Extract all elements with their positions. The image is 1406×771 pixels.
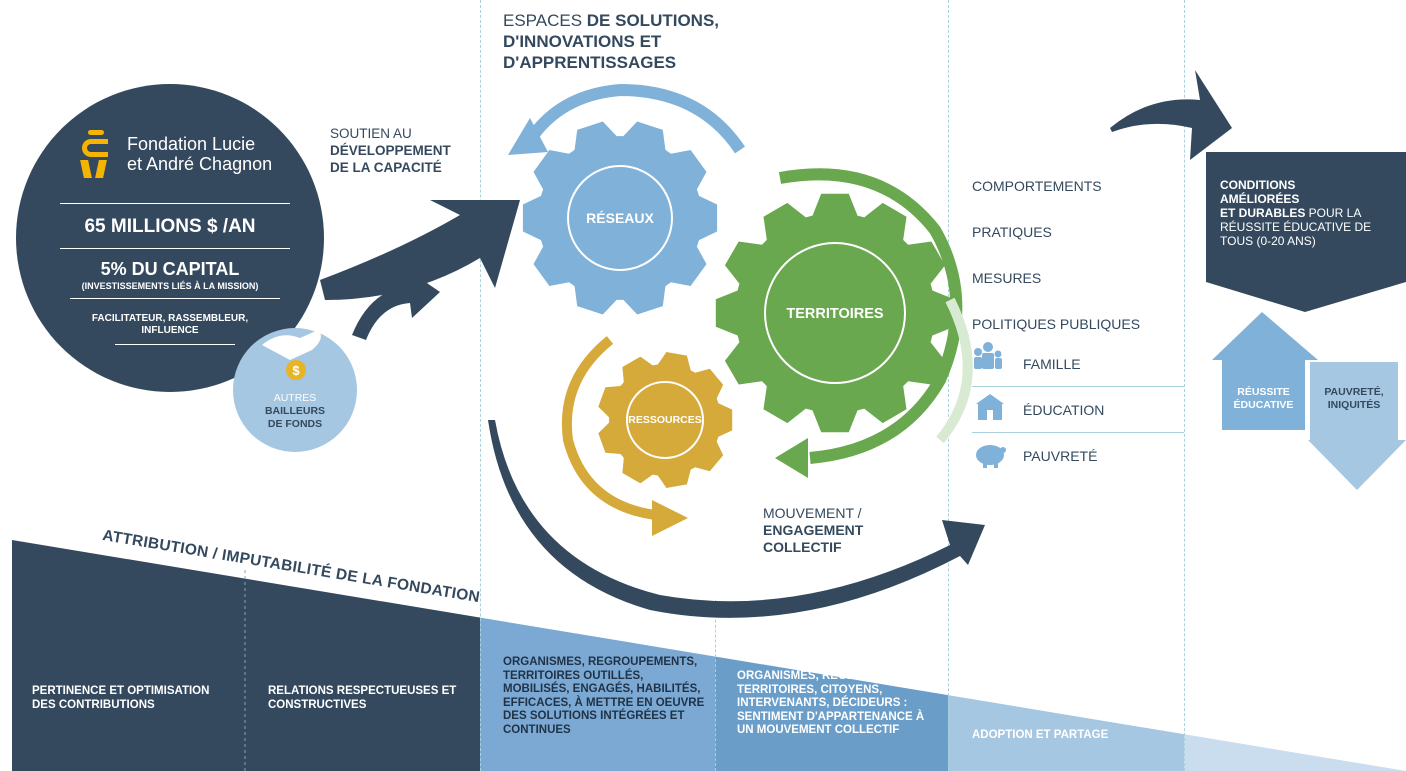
category-separator	[972, 386, 1184, 387]
other-funders-circle	[233, 328, 357, 452]
conditions-line5: TOUS (0-20 ANS)	[1220, 234, 1316, 248]
conditions-rest3: POUR LA	[1305, 206, 1362, 220]
gearGold-ring	[626, 381, 704, 459]
other-funders-line1: AUTRES	[273, 392, 317, 404]
category-education: ÉDUCATION	[1023, 402, 1105, 418]
support-line1: SOUTIEN AU	[330, 126, 412, 141]
svg-text:$: $	[292, 363, 300, 378]
level-politiques: POLITIQUES PUBLIQUES	[972, 316, 1141, 332]
funders-arrow	[352, 270, 440, 340]
gearBlue-body	[522, 121, 718, 315]
movement-label: MOUVEMENT / ENGAGEMENT COLLECTIF	[763, 505, 863, 556]
bottom-col6: EFFETS ESCOMPTÉS	[1207, 729, 1327, 741]
conditions-box	[1206, 152, 1406, 312]
territoires-cycle-arrow	[778, 168, 963, 464]
gearGold-body	[598, 352, 733, 488]
header-line1-prefix: ESPACES	[503, 11, 587, 30]
support-label: SOUTIEN AU DÉVELOPPEMENT DE LA CAPACITÉ	[330, 125, 451, 176]
gearGreen-body	[715, 193, 955, 433]
gear-territoires	[715, 193, 955, 433]
bottom-col5: ADOPTION ET PARTAGE	[972, 729, 1109, 741]
level-comportements: COMPORTEMENTS	[972, 178, 1102, 194]
support-line2: DÉVELOPPEMENT	[330, 143, 451, 158]
gear-ressources	[598, 352, 733, 488]
down-arrow	[1308, 362, 1406, 490]
support-line3: DE LA CAPACITÉ	[330, 160, 442, 175]
gear-reseaux	[522, 121, 718, 315]
divider-4	[1184, 0, 1185, 771]
category-famille: FAMILLE	[1023, 356, 1081, 372]
divider-3	[948, 0, 949, 771]
conditions-bold1: CONDITIONS	[1220, 178, 1296, 192]
foundation-circle	[16, 84, 324, 392]
bottom-col4: ORGANISMES, REGROUPEMENTS, TERRITOIRES, …	[737, 670, 932, 736]
other-funders-line2: BAILLEURS	[264, 405, 326, 417]
category-pauvrete: PAUVRETÉ	[1023, 448, 1098, 464]
gearBlue-ring	[567, 165, 673, 271]
band-slope-mask	[12, 530, 1406, 771]
gear-label-territoires: TERRITOIRES	[786, 306, 884, 322]
level-pratiques: PRATIQUES	[972, 224, 1052, 240]
piggy-bank-icon	[976, 445, 1006, 468]
outcome-arrow	[1110, 70, 1232, 160]
ressources-cycle-arrow	[562, 336, 656, 520]
hand-coin-icon: $	[262, 330, 321, 380]
up-arrow-label: RÉUSSITE ÉDUCATIVE	[1222, 386, 1305, 412]
family-icon	[974, 342, 1002, 369]
gearGreen-ring	[764, 242, 906, 384]
foundation-roles-line2: INFLUENCE	[141, 325, 199, 336]
level-mesures: MESURES	[972, 270, 1042, 286]
bottom-col1: PERTINENCE ET OPTIMISATION DES CONTRIBUT…	[32, 685, 210, 711]
down-arrow-label: PAUVRETÉ, INIQUITÉS	[1310, 386, 1398, 412]
up-arrow-line2: ÉDUCATIVE	[1233, 399, 1294, 411]
foundation-capital-sub: (INVESTISSEMENTS LIÉS À LA MISSION)	[81, 281, 259, 291]
foundation-name-line2: et André Chagnon	[127, 154, 273, 174]
down-arrow-line2: INIQUITÉS	[1327, 399, 1381, 411]
support-arrow	[320, 200, 520, 300]
header-line1-bold: DE SOLUTIONS,	[586, 11, 720, 30]
header-line2: D'INNOVATIONS ET	[503, 32, 662, 51]
movement-line2: ENGAGEMENT	[763, 522, 864, 538]
conditions-bold3: ET DURABLES	[1220, 206, 1306, 220]
foundation-roles-line1: FACILITATEUR, RASSEMBLEUR,	[91, 313, 249, 324]
foundation-name-line1: Fondation Lucie	[127, 134, 256, 154]
divider-2	[715, 600, 716, 771]
foundation-logo	[80, 130, 118, 180]
divider-1	[480, 0, 481, 771]
other-funders-label: AUTRES BAILLEURS DE FONDS	[250, 392, 340, 431]
up-arrow	[1212, 312, 1318, 430]
bottom-col2: RELATIONS RESPECTUEUSES ET CONSTRUCTIVES	[268, 685, 457, 711]
conditions-bold2: AMÉLIORÉES	[1220, 192, 1300, 206]
other-funders-line3: DE FONDS	[267, 418, 323, 430]
school-icon	[976, 394, 1004, 420]
foundation-name: Fondation Lucie et André Chagnon	[127, 134, 272, 174]
conditions-line4: RÉUSSITE ÉDUCATIVE DE	[1220, 220, 1372, 234]
down-arrow-line1: PAUVRETÉ,	[1324, 386, 1384, 398]
reseaux-cycle-arrow	[525, 83, 745, 154]
header-title: ESPACES DE SOLUTIONS, D'INNOVATIONS ET D…	[503, 10, 719, 73]
foundation-roles: FACILITATEUR, RASSEMBLEUR, INFLUENCE	[40, 313, 300, 337]
movement-line1: MOUVEMENT /	[763, 505, 862, 521]
gear-label-ressources: RESSOURCES	[628, 414, 702, 426]
category-separator	[972, 432, 1184, 433]
conditions-text: CONDITIONS AMÉLIORÉES ET DURABLES POUR L…	[1220, 178, 1402, 248]
gear-label-reseaux: RÉSEAUX	[586, 210, 654, 226]
movement-arrow	[488, 420, 985, 618]
header-line3: D'APPRENTISSAGES	[503, 53, 677, 72]
foundation-capital: 5% DU CAPITAL	[100, 259, 240, 279]
up-arrow-line1: RÉUSSITE	[1237, 386, 1290, 398]
bottom-col3: ORGANISMES, REGROUPEMENTS, TERRITOIRES O…	[503, 656, 705, 736]
foundation-amount: 65 MILLIONS $ /AN	[84, 216, 256, 237]
movement-line3: COLLECTIF	[763, 539, 842, 555]
